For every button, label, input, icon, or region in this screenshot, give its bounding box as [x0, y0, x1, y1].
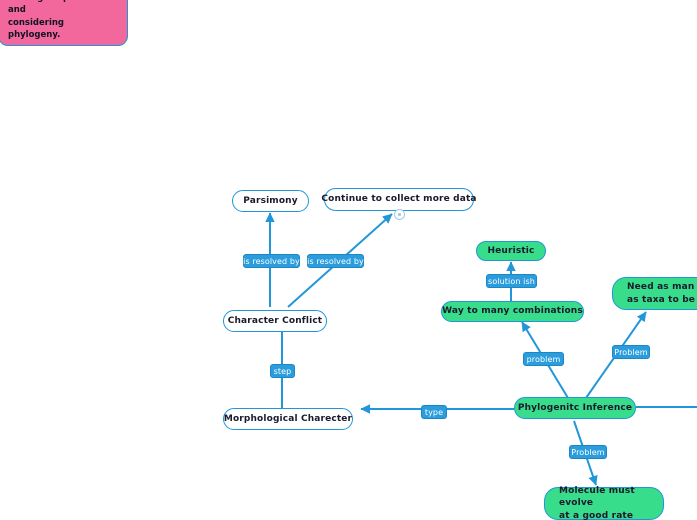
node-need-as-many-synapomorphies[interactable]: Need as man sy as taxa to be re [612, 277, 697, 310]
sticky-note-line-2: considering phylogeny. [8, 17, 64, 40]
node-way-to-many-combinations-label: Way to many combinations [442, 306, 583, 317]
node-parsimony-label: Parsimony [243, 195, 298, 206]
edge-label-solution-ish-text: solution ish [488, 276, 535, 286]
edge-label-problem-combinations[interactable]: problem [523, 352, 564, 366]
edge-label-type-text: type [424, 407, 444, 417]
edge-label-is-resolved-by-1-text: is resolved by [243, 256, 300, 266]
node-phylogenitc-inference-label: Phylogenitc Inference [517, 402, 633, 413]
edge-label-is-resolved-by-2-text: is resolved by [307, 256, 364, 266]
edge-label-solution-ish[interactable]: solution ish [486, 274, 537, 288]
edge-label-problem-synapomorphies-text: Problem [614, 347, 648, 357]
edge-label-step[interactable]: step [270, 364, 295, 378]
edge-label-problem-synapomorphies[interactable]: Problem [612, 345, 650, 359]
node-synapomorphies-line-1: Need as man sy [627, 282, 697, 293]
node-character-conflict-label: Character Conflict [227, 315, 323, 326]
sticky-note-line-1: looking for patterns and [8, 0, 104, 16]
edge-label-problem-combinations-text: problem [526, 354, 561, 364]
node-way-to-many-combinations[interactable]: Way to many combinations [441, 301, 584, 322]
node-heuristic[interactable]: Heuristic [476, 241, 546, 261]
edge-label-is-resolved-by-2[interactable]: is resolved by [307, 254, 364, 268]
node-parsimony[interactable]: Parsimony [232, 190, 309, 212]
edge-label-problem-molecule[interactable]: Problem [569, 445, 607, 459]
node-synapomorphies-line-2: as taxa to be re [627, 294, 697, 305]
node-molecule-must-evolve-at-a-good-rate[interactable]: Molecule must evolve at a good rate [544, 486, 664, 520]
edge-label-problem-molecule-text: Problem [571, 447, 605, 457]
edge-label-is-resolved-by-1[interactable]: is resolved by [243, 254, 300, 268]
node-heuristic-label: Heuristic [487, 245, 535, 256]
node-molecule-line-1: Molecule must evolve [559, 486, 635, 509]
link-anchor-icon[interactable] [394, 209, 405, 220]
node-continue-to-collect-more-data[interactable]: Continue to collect more data [321, 188, 477, 211]
node-character-conflict[interactable]: Character Conflict [223, 310, 327, 332]
node-morphological-charecter-label: Morphological Charecter [223, 413, 353, 424]
node-molecule-line-2: at a good rate [559, 510, 634, 520]
sticky-note[interactable]: looking for patterns and considering phy… [0, 0, 128, 47]
node-morphological-charecter[interactable]: Morphological Charecter [223, 408, 353, 430]
node-continue-to-collect-more-data-label: Continue to collect more data [321, 194, 477, 205]
edge-label-type[interactable]: type [421, 405, 447, 419]
edge-label-step-text: step [273, 366, 292, 376]
node-phylogenitc-inference[interactable]: Phylogenitc Inference [514, 397, 636, 419]
